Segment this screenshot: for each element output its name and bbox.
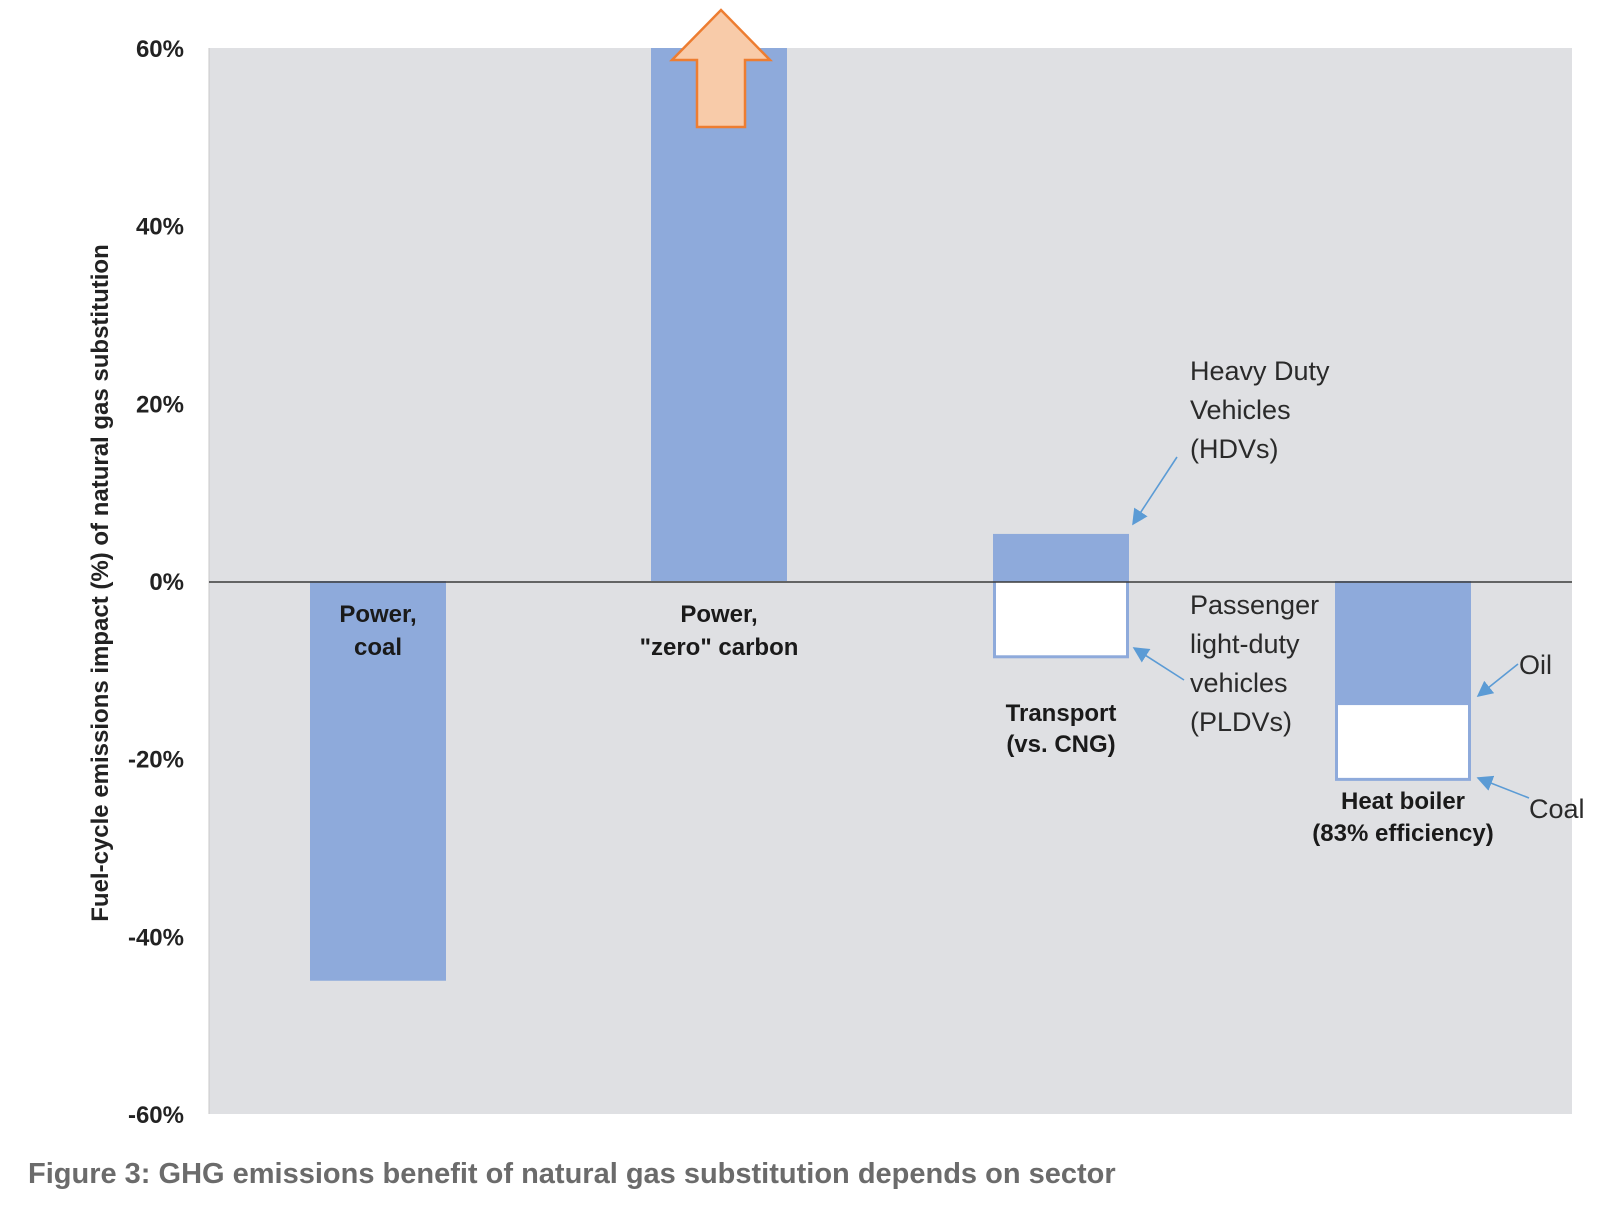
bar <box>993 579 1129 659</box>
annotation-label: light-duty <box>1190 629 1300 659</box>
annotation-leader <box>1476 663 1519 697</box>
annotation-label: vehicles <box>1190 668 1288 698</box>
bar <box>993 533 1129 581</box>
annotation-leader <box>1132 647 1185 681</box>
category-label: (83% efficiency) <box>1312 820 1493 847</box>
annotation-leader <box>1132 456 1178 526</box>
y-axis-label: Fuel-cycle emissions impact (%) of natur… <box>87 244 114 921</box>
y-tick-label: -20% <box>128 747 184 774</box>
bar <box>1335 581 1471 704</box>
annotation-label: Passenger <box>1190 590 1319 620</box>
off-scale-arrow <box>669 8 773 129</box>
category-label: Transport <box>1006 700 1117 727</box>
bar <box>651 48 787 581</box>
annotation-leader <box>1476 775 1530 799</box>
category-label: (vs. CNG) <box>1006 731 1115 758</box>
annotation-label: (PLDVs) <box>1190 707 1292 737</box>
y-tick-label: -60% <box>128 1102 184 1129</box>
annotation-label: Heavy Duty <box>1190 356 1330 386</box>
annotation-label: (HDVs) <box>1190 434 1279 464</box>
bar <box>310 581 446 981</box>
annotation-label: Vehicles <box>1190 395 1291 425</box>
category-label: Power, <box>680 601 757 628</box>
category-label: "zero" carbon <box>640 634 799 661</box>
category-label: coal <box>354 634 402 661</box>
figure-caption: Figure 3: GHG emissions benefit of natur… <box>28 1158 1116 1190</box>
annotation-label: Coal <box>1529 794 1585 824</box>
annotation-label: Oil <box>1519 650 1552 680</box>
y-tick-label: 0% <box>149 569 184 596</box>
y-tick-label: 20% <box>136 391 184 418</box>
y-tick-label: -40% <box>128 924 184 951</box>
y-tick-label: 40% <box>136 214 184 241</box>
y-tick-label: 60% <box>136 36 184 63</box>
category-label: Heat boiler <box>1341 788 1465 815</box>
category-label: Power, <box>339 601 416 628</box>
bar <box>1335 702 1471 781</box>
